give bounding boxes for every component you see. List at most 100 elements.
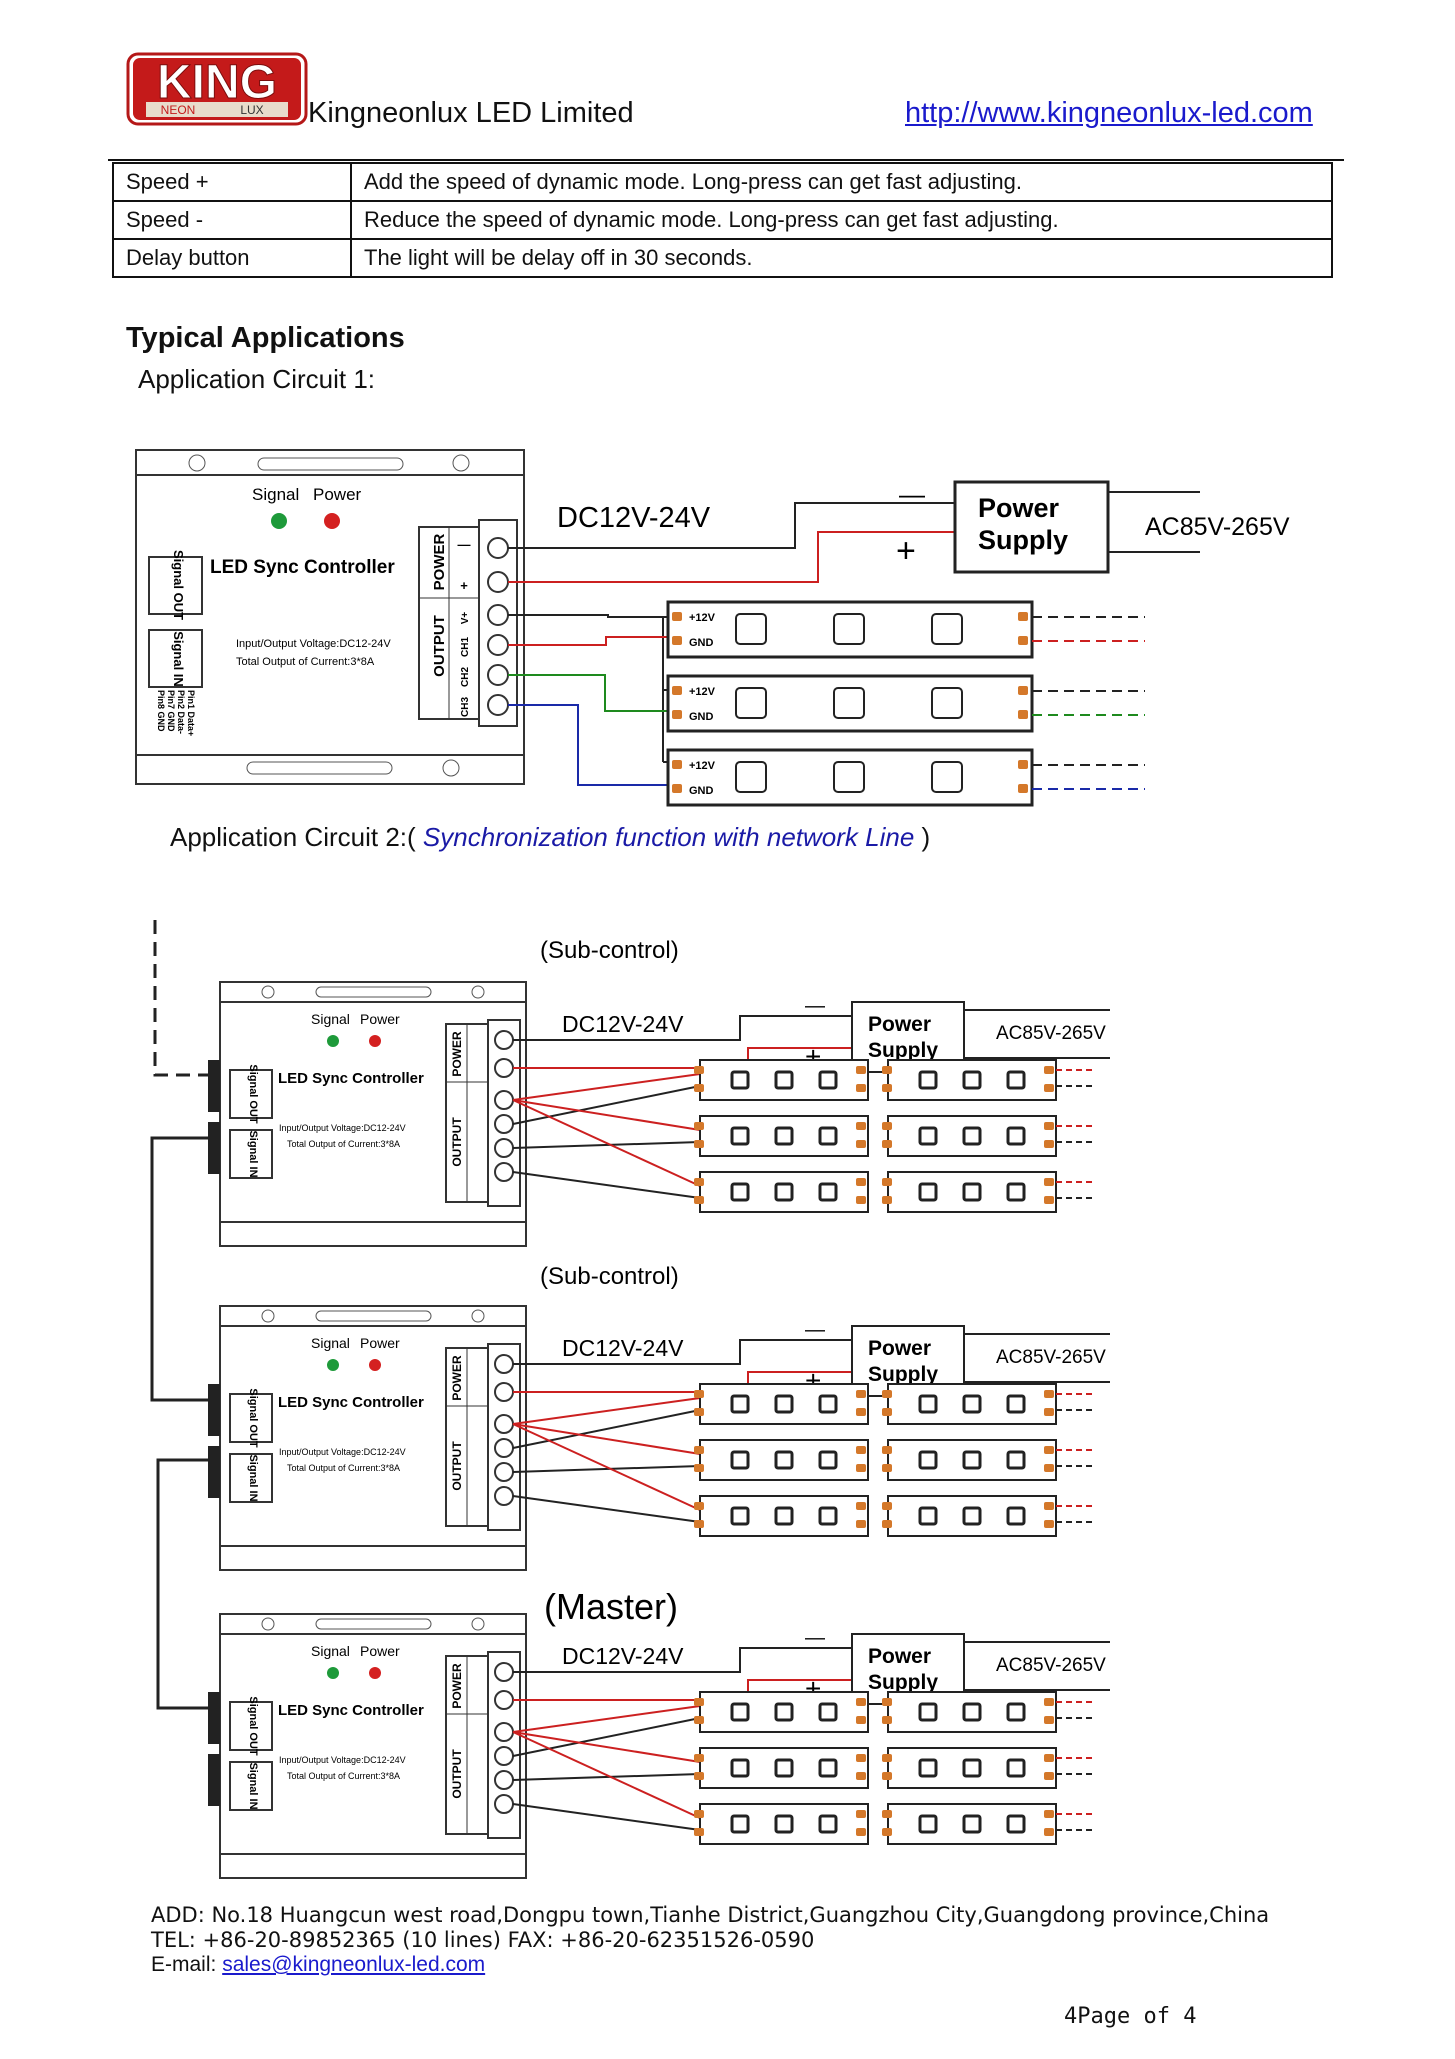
svg-text:Total Output of Current:3*8A: Total Output of Current:3*8A (287, 1139, 400, 1149)
svg-text:AC85V-265V: AC85V-265V (996, 1655, 1106, 1676)
svg-text:Power: Power (868, 1645, 931, 1668)
svg-text:Power: Power (360, 1335, 400, 1351)
svg-text:Input/Output Voltage:DC12-24V: Input/Output Voltage:DC12-24V (279, 1123, 406, 1133)
svg-text:Signal: Signal (311, 1643, 350, 1659)
svg-text:DC12V-24V: DC12V-24V (562, 1643, 684, 1669)
svg-text:OUTPUT: OUTPUT (450, 1749, 464, 1799)
svg-text:NEON: NEON (161, 103, 196, 117)
spec-current: Total Output of Current:3*8A (236, 656, 375, 668)
svg-text:Signal: Signal (311, 1011, 350, 1027)
svg-text:POWER: POWER (450, 1663, 464, 1709)
svg-text:Power: Power (360, 1643, 400, 1659)
circuit2-label: Application Circuit 2:( Synchronization … (170, 822, 931, 852)
svg-text:Power: Power (978, 493, 1060, 523)
svg-text:+12V: +12V (689, 760, 716, 772)
svg-text:Supply: Supply (868, 1363, 938, 1386)
svg-text:Supply: Supply (868, 1671, 938, 1694)
svg-text:(Master): (Master) (544, 1586, 678, 1627)
led-strip-3: +12V GND (666, 748, 1145, 807)
svg-text:Total Output of Current:3*8A: Total Output of Current:3*8A (287, 1771, 400, 1781)
svg-text:—: — (805, 995, 825, 1017)
svg-text:Total Output of Current:3*8A: Total Output of Current:3*8A (287, 1463, 400, 1473)
svg-text:Power: Power (868, 1337, 931, 1360)
dc-voltage-label: DC12V-24V (557, 502, 711, 534)
svg-text:GND: GND (689, 711, 714, 723)
svg-text:POWER: POWER (450, 1355, 464, 1401)
page-number: 4Page of 4 (1064, 2004, 1197, 2029)
svg-text:Supply: Supply (978, 525, 1068, 555)
svg-text:Signal OUT: Signal OUT (247, 1064, 259, 1124)
svg-text:+12V: +12V (689, 612, 716, 624)
svg-text:Signal OUT: Signal OUT (247, 1696, 259, 1756)
button-name: Delay button (112, 238, 352, 278)
button-name: Speed + (112, 162, 352, 202)
svg-text:Input/Output Voltage:DC12-24V: Input/Output Voltage:DC12-24V (279, 1447, 406, 1457)
svg-text:+12V: +12V (689, 686, 716, 698)
signal-in-port (148, 629, 203, 688)
svg-text:CH1: CH1 (460, 637, 471, 657)
button-description: Reduce the speed of dynamic mode. Long-p… (350, 200, 1333, 240)
svg-text:LED Sync Controller: LED Sync Controller (278, 1070, 424, 1087)
company-name: Kingneonlux LED Limited (308, 97, 634, 129)
svg-text:Pin1 Data+: Pin1 Data+ (186, 690, 196, 736)
button-description: The light will be delay off in 30 second… (350, 238, 1333, 278)
svg-text:CH2: CH2 (460, 667, 471, 687)
svg-text:OUTPUT: OUTPUT (450, 1441, 464, 1491)
signal-out-port (148, 556, 203, 615)
controller-name: LED Sync Controller (210, 557, 395, 578)
signal-led (271, 513, 287, 529)
company-website-link[interactable]: http://www.kingneonlux-led.com (905, 97, 1313, 129)
svg-text:Signal IN: Signal IN (247, 1762, 259, 1809)
svg-text:LUX: LUX (240, 103, 263, 117)
svg-text:Power: Power (360, 1011, 400, 1027)
svg-text:KING: KING (157, 56, 277, 109)
svg-text:+: + (460, 578, 468, 593)
svg-text:AC85V-265V: AC85V-265V (996, 1023, 1106, 1044)
email-link[interactable]: sales@kingneonlux-led.com (222, 1953, 486, 1976)
svg-text:POWER: POWER (431, 534, 448, 591)
section-title: Typical Applications (126, 322, 405, 354)
svg-text:V+: V+ (460, 612, 471, 625)
svg-text:—: — (458, 537, 471, 552)
footer-tel-fax: TEL: +86-20-89852365 (10 lines) FAX: +86… (151, 1928, 815, 1952)
table-row: Speed - Reduce the speed of dynamic mode… (112, 200, 1333, 240)
sub-control-unit-2: (Sub-control) (540, 1263, 679, 1290)
button-description: Add the speed of dynamic mode. Long-pres… (350, 162, 1333, 202)
svg-text:Signal: Signal (311, 1335, 350, 1351)
button-name: Speed - (112, 200, 352, 240)
svg-text:GND: GND (689, 785, 714, 797)
svg-text:Pin7 GND: Pin7 GND (166, 690, 176, 732)
sub-control-unit-1: (Sub-control) (540, 937, 679, 964)
svg-text:Pin2 Data-: Pin2 Data- (176, 690, 186, 734)
svg-text:LED Sync Controller: LED Sync Controller (278, 1702, 424, 1719)
svg-text:(Sub-control): (Sub-control) (540, 1263, 679, 1290)
circuit1-label: Application Circuit 1: (138, 364, 375, 394)
power-led (324, 513, 340, 529)
table-row: Speed + Add the speed of dynamic mode. L… (112, 162, 1333, 202)
power-label: Power (313, 485, 362, 504)
svg-text:—: — (805, 1319, 825, 1341)
svg-text:CH3: CH3 (460, 697, 471, 717)
header-divider (108, 159, 1344, 161)
svg-text:Signal IN: Signal IN (171, 631, 186, 687)
psu-plus: + (896, 532, 916, 570)
spec-voltage: Input/Output Voltage:DC12-24V (236, 638, 391, 650)
signal-label: Signal (252, 485, 299, 504)
footer-email: E-mail: sales@kingneonlux-led.com (151, 1953, 486, 1976)
svg-text:Power: Power (868, 1013, 931, 1036)
svg-text:DC12V-24V: DC12V-24V (562, 1335, 684, 1361)
svg-text:GND: GND (689, 637, 714, 649)
power-supply-box (953, 480, 1110, 574)
table-row: Delay button The light will be delay off… (112, 238, 1333, 278)
svg-text:DC12V-24V: DC12V-24V (562, 1011, 684, 1037)
psu-minus: — (899, 479, 925, 509)
svg-text:AC85V-265V: AC85V-265V (996, 1347, 1106, 1368)
svg-text:Supply: Supply (868, 1039, 938, 1062)
svg-text:—: — (805, 1627, 825, 1649)
